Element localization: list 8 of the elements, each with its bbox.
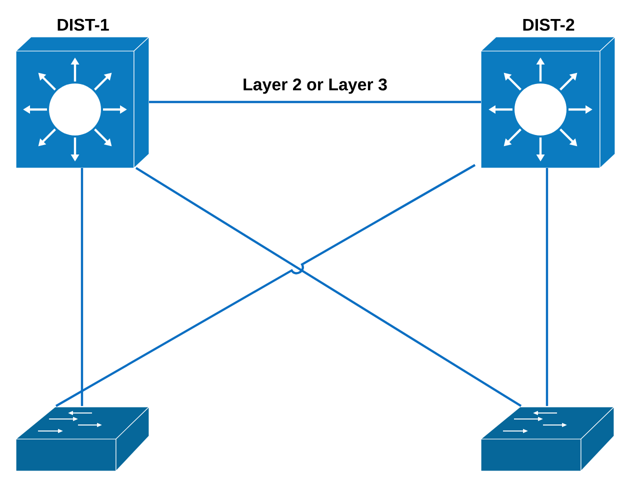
link-line [80,168,84,406]
link-line [135,167,522,407]
link-line [55,164,476,407]
node-label: DIST-2 [523,18,574,31]
link-line [149,100,481,104]
node-label: DIST-1 [58,18,109,31]
link-line [546,168,548,406]
edge-label: Layer 2 or Layer 3 [242,77,388,95]
